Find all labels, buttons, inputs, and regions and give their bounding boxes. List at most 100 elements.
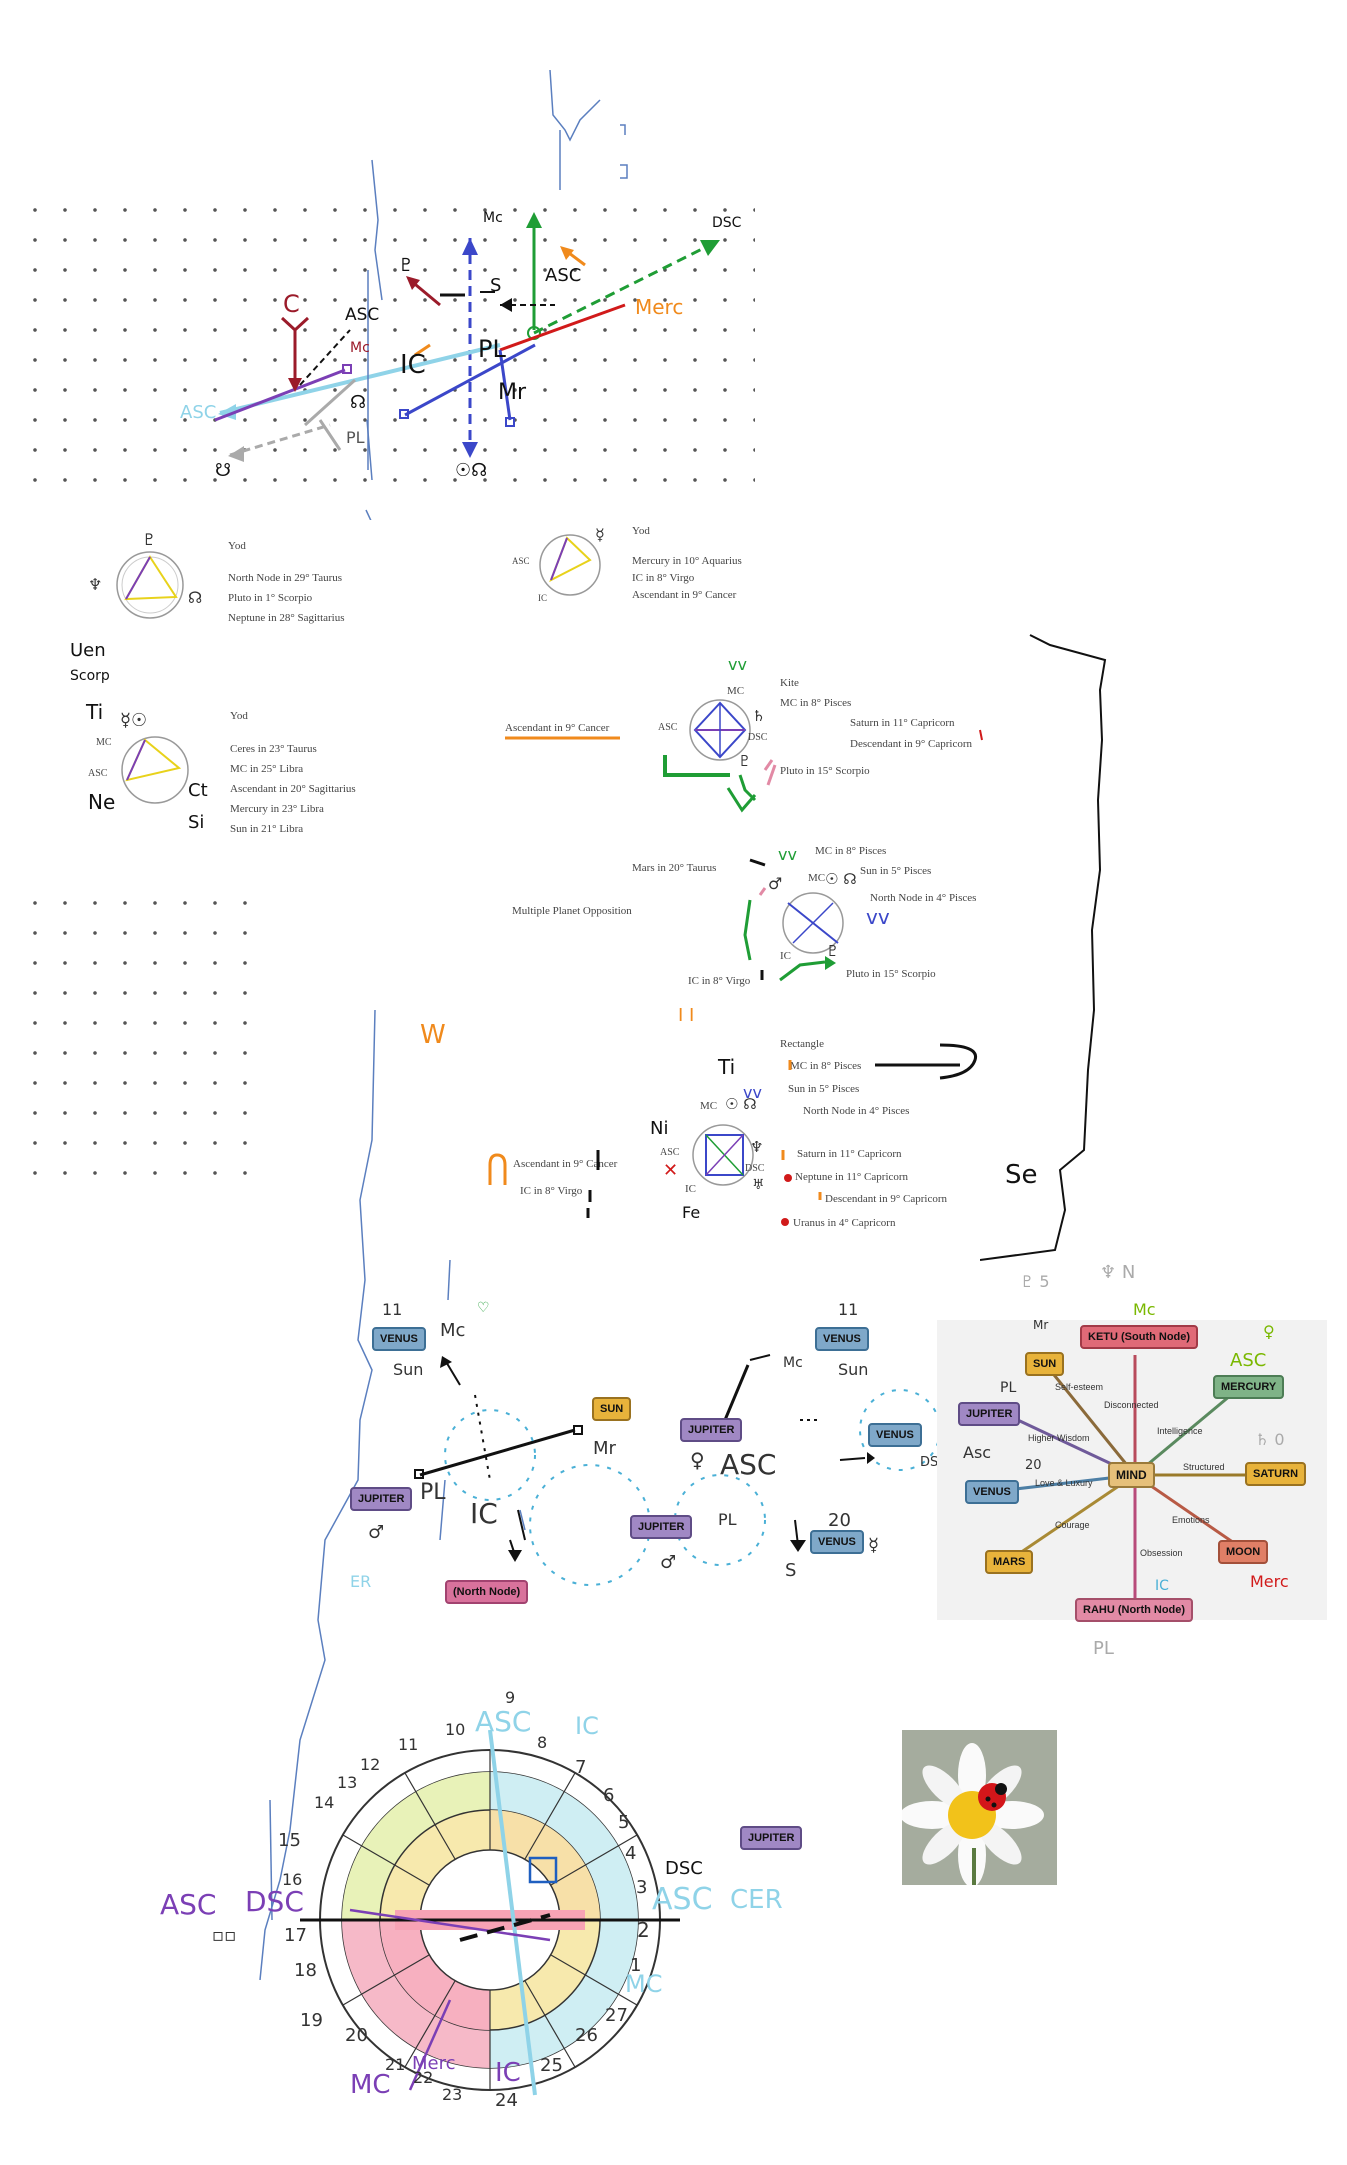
wheel-house-15: 15 [278,1830,301,1851]
rect-title: Rectangle [780,1038,824,1050]
mid-venus-4: VENUS [868,1423,922,1447]
rect-blue-vv: vv [743,1083,762,1102]
mind-mars: MARS [985,1550,1034,1574]
opp-uu: vv [866,905,890,929]
kite-line-1: Saturn in 11° Capricorn [850,717,955,729]
orange-w: W [420,1020,446,1050]
wheel-house-27: 27 [605,2005,628,2026]
node-glyph-top: ☊ [350,392,366,413]
opp-line-4: IC in 8° Virgo [688,975,751,987]
mid-jupiter-2: JUPITER [350,1487,413,1511]
wheel-house-4: 4 [625,1843,637,1864]
mid-hand-asc: ASC [720,1448,777,1481]
wheel-house-2: 2 [637,1918,650,1942]
mind-hand-mc: Mc [1133,1300,1156,1319]
kite-annot [505,729,983,813]
wheel-house-12: 12 [360,1755,381,1774]
opp-line-2: Sun in 5° Pisces [860,865,932,877]
yod1-line-2: Neptune in 28° Sagittarius [228,612,345,624]
south-node-glyph-top: ☋ [215,460,231,481]
mind-center: MIND [1108,1462,1155,1488]
mid-venus-2: VENUS [815,1327,869,1351]
kite-title: Kite [780,677,799,689]
edge-emotions: Emotions [1172,1515,1210,1525]
edge-structured: Structured [1183,1462,1225,1472]
rect-label-dsc: DSC [745,1163,765,1174]
yod3-hand-uen: Uen [70,640,106,661]
mind-hand-asc: ASC [1230,1350,1267,1371]
label-asc-lightblue: ASC [180,402,217,423]
yod1-line-1: Pluto in 1° Scorpio [228,592,313,604]
mind-hand-ic: IC [1155,1578,1169,1594]
opp-mars-glyph: ♂ [768,874,783,893]
yod3-hand-scorp: Scorp [70,668,110,684]
yod2-label-asc: ASC [512,556,530,566]
mind-glyph-venus: ♀ [1263,1322,1275,1341]
wheel-hand-cer: CER [730,1885,783,1915]
wheel-house-24: 24 [495,2090,518,2111]
opp-wheel [782,892,844,954]
yod3-hand-ti: Ti [86,700,104,724]
mid-hand-11a: 11 [382,1300,403,1319]
yod2-line-1: IC in 8° Virgo [632,572,695,584]
kite-pluto-glyph: ♇ [738,752,752,770]
rect-line-4: Neptune in 11° Capricorn [795,1171,909,1183]
opp-annot [743,858,836,982]
opp-line-0: Mars in 20° Taurus [632,862,717,874]
label-mc-top: Mc [483,210,503,226]
wheel-house-1: 1 [630,1955,642,1976]
wheel-house-23: 23 [442,2085,463,2104]
rect-line-5: Descendant in 9° Capricorn [825,1193,947,1205]
yod1-line-0: North Node in 29° Taurus [228,572,343,584]
rect-line-3: Saturn in 11° Capricorn [797,1148,902,1160]
wheel-hand-asc-top: ASC [475,1705,532,1738]
mind-jupiter: JUPITER [958,1402,1021,1426]
yod3-title: Yod [230,710,248,722]
mid-hand-sun2: Sun [838,1360,869,1379]
kite-line-2: Descendant in 9° Capricorn [850,738,972,750]
mid-glyph-venus-2: ☿ [868,1535,880,1556]
yod2-label-ic: IC [538,593,547,603]
yod3-label-asc: ASC [88,768,108,779]
label-pl-top: PL [478,335,506,363]
wheel-house-25: 25 [540,2055,563,2076]
natal-wheel [300,1730,680,2096]
yod1-glyph-neptune: ♆ [88,575,103,594]
wheel-hand-mc-right: MC [625,1970,663,1998]
sun-node-glyphs: ☉☊ [455,460,488,481]
label-dsc-top: DSC [712,215,742,231]
rect-glyph-neptune: ♆ [750,1138,764,1156]
opp-pluto-glyph: ♇ [826,942,840,960]
yod2-line-2: Ascendant in 9° Cancer [632,589,737,601]
rect-annot [488,1043,978,1226]
yod1-title: Yod [228,540,246,552]
wheel-house-6: 6 [603,1785,615,1806]
wheel-hand-ic-bottom: IC [495,2058,521,2088]
mind-hand-20: 20 [1025,1458,1042,1473]
mid-glyph-heart: ♡ [477,1300,490,1316]
mind-hand-merc: Merc [1250,1572,1289,1591]
mind-glyphs-top: ♆ N [1100,1262,1136,1283]
mind-mercury: MERCURY [1213,1375,1285,1399]
mid-glyph-mars-1: ♂ [368,1522,385,1543]
edge-courage: Courage [1055,1520,1090,1530]
label-c-top: C [283,290,300,318]
rect-line-2: North Node in 4° Pisces [803,1105,910,1117]
wheel-house-14: 14 [314,1793,335,1812]
rect-glyph-uranus: ♅ [752,1177,765,1193]
rect-glyphs-top: ☉ ☊ [725,1095,757,1113]
mid-venus-1: VENUS [372,1327,426,1351]
yod3-wheel [121,736,189,804]
mid-hand-20: 20 [828,1510,851,1531]
mind-hand-pl-gray: PL [1093,1638,1114,1659]
wheel-house-9: 9 [505,1688,516,1707]
rect-line-1: Sun in 5° Pisces [788,1083,860,1095]
mid-north-node: (North Node) [445,1580,529,1604]
dot-grid-top [20,195,755,485]
wheel-hand-asc-right: ASC [652,1882,713,1917]
mind-hand-pl: PL [1000,1380,1017,1396]
edge-disconnected: Disconnected [1104,1400,1159,1410]
label-asc-top: ASC [545,265,582,286]
edge-obsession: Obsession [1140,1548,1183,1558]
mind-hand-asc2: Asc [963,1443,992,1462]
